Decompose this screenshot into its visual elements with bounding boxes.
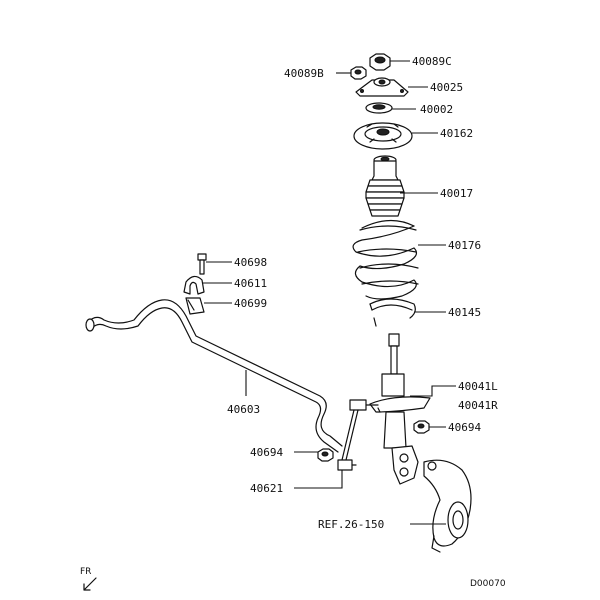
- label-ref-26-150: REF.26-150: [318, 518, 384, 531]
- label-40699: 40699: [234, 297, 267, 310]
- label-40611: 40611: [234, 277, 267, 290]
- label-40145: 40145: [448, 306, 481, 319]
- label-40176: 40176: [448, 239, 481, 252]
- top-nut-40089c: [369, 53, 391, 71]
- bolt-40698: [197, 253, 207, 275]
- label-40089c: 40089C: [412, 55, 452, 68]
- label-40089b: 40089B: [284, 67, 324, 80]
- clamp-40611: [183, 275, 205, 295]
- steering-knuckle: [423, 459, 472, 553]
- nut-40694-left: [317, 448, 334, 462]
- label-40017: 40017: [440, 187, 473, 200]
- label-40694-left: 40694: [250, 446, 283, 459]
- stabilizer-bar-40603: [85, 299, 343, 453]
- label-40621: 40621: [250, 482, 283, 495]
- label-40002: 40002: [420, 103, 453, 116]
- label-40162: 40162: [440, 127, 473, 140]
- spring-seat-40162: [353, 122, 413, 150]
- stabilizer-link-40621: [337, 399, 379, 471]
- bearing-40002: [365, 102, 393, 114]
- label-40698: 40698: [234, 256, 267, 269]
- diagram-code: D00070: [470, 579, 506, 589]
- label-40603: 40603: [227, 403, 260, 416]
- label-40041l: 40041L: [458, 380, 498, 393]
- front-direction-indicator: FR: [80, 567, 97, 591]
- nut-40089b: [350, 66, 367, 80]
- label-40025: 40025: [430, 81, 463, 94]
- spring-pad-40145: [369, 298, 416, 327]
- front-direction-label: FR: [80, 567, 91, 577]
- front-arrow-icon: [83, 577, 97, 591]
- dust-boot-40017: [365, 155, 405, 217]
- leader-lines: [202, 60, 456, 525]
- coil-spring-40176: [352, 219, 419, 300]
- bushing-40699: [185, 297, 205, 315]
- nut-40694-right: [413, 420, 430, 434]
- label-40694-right: 40694: [448, 421, 481, 434]
- strut-mount-40025: [355, 77, 409, 97]
- strut-assembly-40041: [369, 333, 431, 485]
- label-40041r: 40041R: [458, 399, 498, 412]
